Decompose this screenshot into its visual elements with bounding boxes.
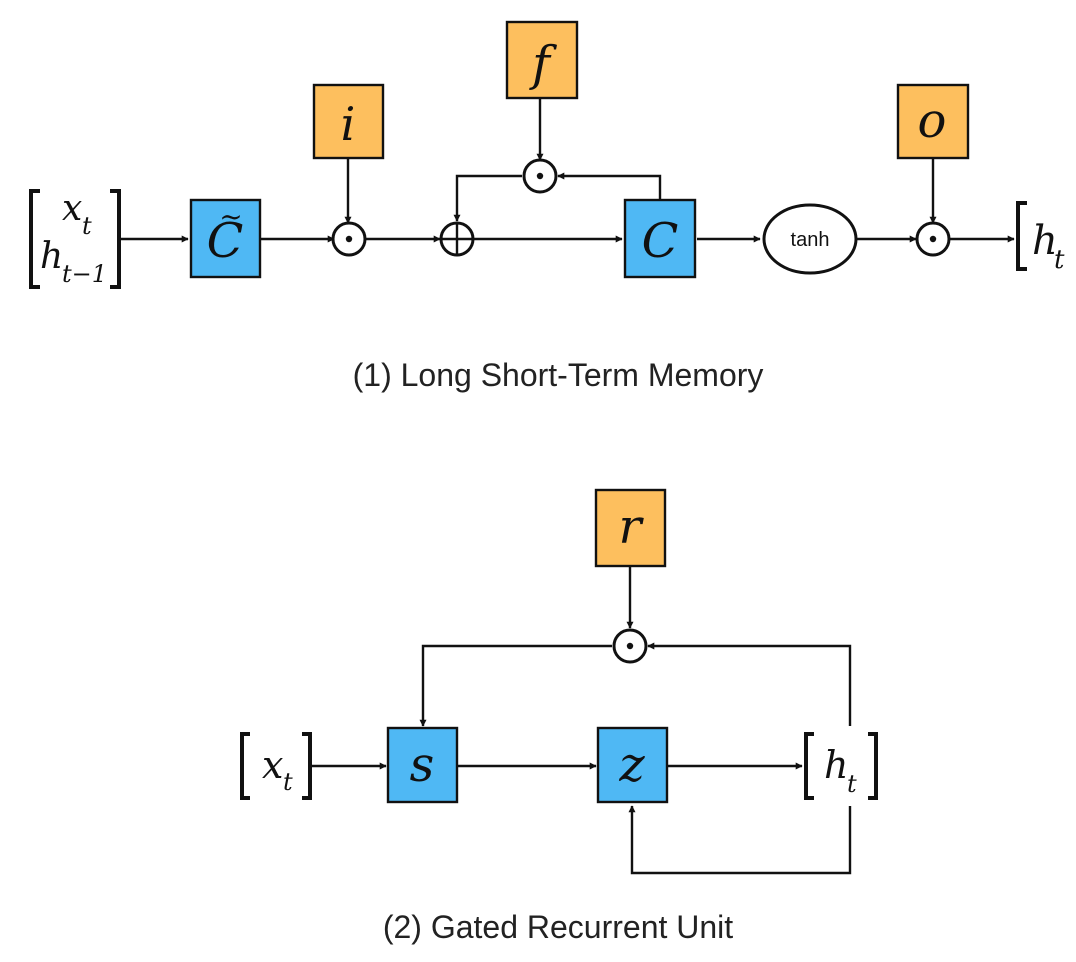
gru-input-x: x (262, 743, 283, 787)
gru-z-label: z (618, 737, 645, 793)
lstm-add-node (439, 221, 475, 257)
gru-wire-reset-to-s (419, 644, 612, 727)
lstm-input-left-bracket (29, 189, 40, 289)
lstm-caption: (1) Long Short-Term Memory (353, 357, 764, 393)
lstm-cell-rect (623, 198, 697, 279)
lstm-candidate-box: C ~ (189, 198, 262, 279)
gru-output-left-bracket (804, 732, 814, 800)
lstm-input-multiply-node (331, 221, 367, 257)
lstm-candidate-tilde: ~ (219, 200, 242, 233)
lstm-output-h: h (1032, 218, 1058, 264)
lstm-input-multiply-dot (345, 235, 353, 243)
lstm-candidate-rect (189, 198, 262, 279)
lstm-wire-forget-to-add (453, 174, 522, 222)
lstm-tanh-node: tanh (762, 203, 858, 275)
lstm-output-vector: h t (1016, 201, 1065, 275)
lstm-forget-gate: f (505, 20, 579, 100)
gru-input-vector: x t (240, 732, 312, 800)
lstm-forget-gate-rect (505, 20, 579, 100)
gru-reset-multiply-dot (626, 642, 634, 650)
gru-wire-output-feedback-top (647, 642, 852, 726)
gru-output-h: h (824, 743, 848, 787)
gru-reset-gate-label: r (619, 499, 645, 555)
lstm-output-multiply-node (915, 221, 951, 257)
lstm-wire-cell-feedback (557, 172, 662, 200)
lstm-input-h: h (40, 236, 63, 277)
lstm-candidate-label: C (207, 213, 244, 269)
gru-caption: (2) Gated Recurrent Unit (383, 909, 733, 945)
lstm-forget-multiply-dot (536, 172, 544, 180)
lstm-output-gate: o (896, 83, 970, 160)
lstm-input-h-subscript: t−1 (62, 260, 107, 288)
gru-z-rect (596, 726, 669, 804)
lstm-input-vector: x t h t−1 (29, 188, 121, 289)
gru-output-h-subscript: t (847, 770, 857, 798)
lstm-output-h-subscript: t (1054, 245, 1065, 275)
lstm-input-x: x (62, 188, 82, 229)
lstm-output-gate-label: o (918, 93, 947, 149)
gru-input-left-bracket (240, 732, 250, 800)
gru-s-box: s (386, 726, 459, 804)
gru-output-vector: h t (804, 732, 878, 800)
lstm-input-gate-rect (312, 83, 385, 160)
gru-s-label: s (410, 737, 435, 793)
lstm-output-multiply-dot (929, 235, 937, 243)
gru-input-right-bracket (302, 732, 312, 800)
lstm-input-right-bracket (110, 189, 121, 289)
lstm-tanh-label: tanh (791, 229, 830, 251)
gru-reset-gate: r (594, 488, 667, 568)
gru-reset-multiply-node (612, 628, 648, 664)
gru-reset-gate-rect (594, 488, 667, 568)
lstm-cell-box: C (623, 198, 697, 279)
lstm-input-x-subscript: t (82, 212, 92, 240)
lstm-input-gate: i (312, 83, 385, 160)
lstm-output-gate-rect (896, 83, 970, 160)
lstm-forget-multiply-node (522, 158, 558, 194)
gru-output-right-bracket (868, 732, 878, 800)
lstm-cell-label: C (642, 213, 679, 269)
gru-s-rect (386, 726, 459, 804)
gru-wire-output-feedback-bottom (628, 805, 852, 875)
lstm-output-left-bracket (1016, 201, 1027, 271)
lstm-tanh-ellipse (762, 203, 858, 275)
lstm-diagram: x t h t−1 C ~ i f (29, 20, 1065, 393)
gru-diagram: x t r s z (240, 488, 878, 945)
lstm-input-gate-label: i (341, 97, 356, 151)
gru-z-box: z (596, 726, 669, 804)
gru-input-x-subscript: t (283, 768, 293, 796)
